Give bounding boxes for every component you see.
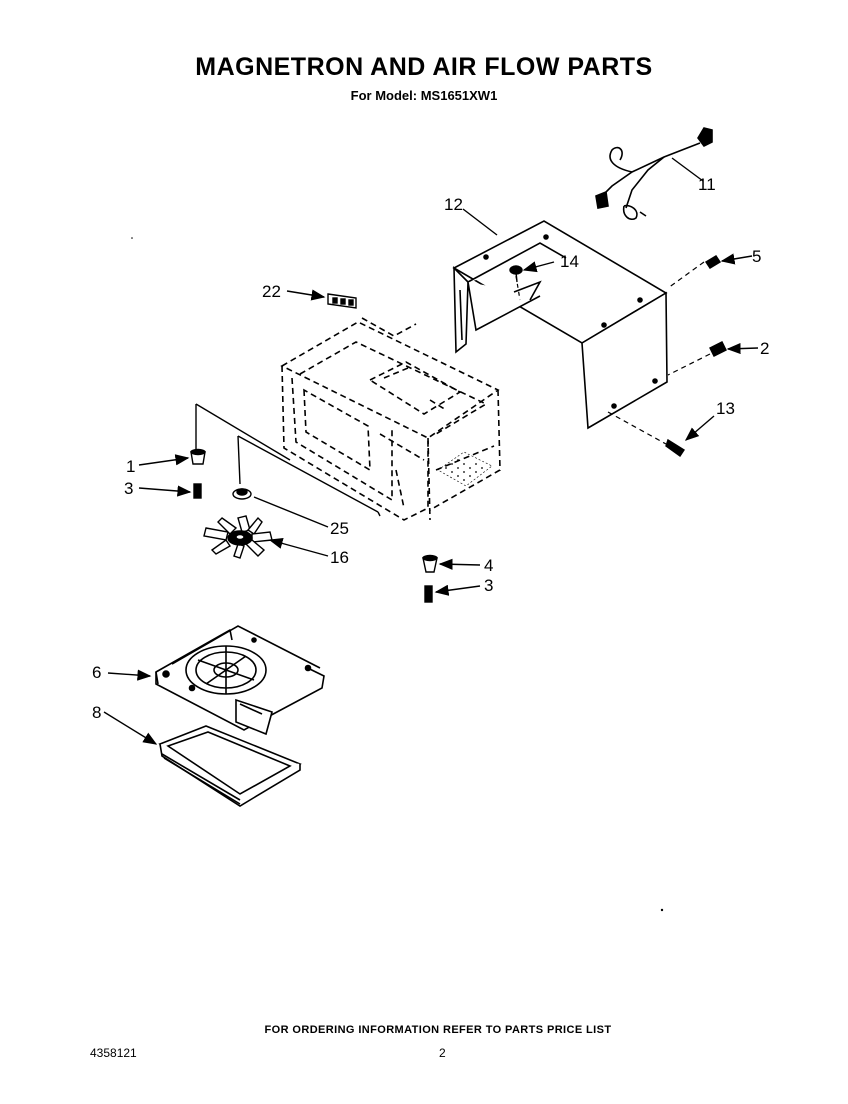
screw-part-14 <box>509 265 523 283</box>
screw-part-2 <box>709 341 727 357</box>
scan-speck <box>131 237 133 239</box>
assembly-dash-5 <box>667 261 705 289</box>
callout-22: 22 <box>262 282 281 301</box>
leader-line-6 <box>107 669 152 681</box>
air-guide-cover-part-12 <box>452 220 668 430</box>
callout-5: 5 <box>752 247 761 266</box>
fan-duct-assembly-part-6 <box>155 625 325 736</box>
cavity-vent-area <box>437 451 493 487</box>
fan-mount-plate-outline <box>195 403 381 517</box>
callout-13: 13 <box>716 399 735 418</box>
model-subtitle: For Model: MS1651XW1 <box>350 88 498 103</box>
scan-speck <box>660 908 664 912</box>
callout-11: 11 <box>698 175 716 194</box>
leader-line-11 <box>671 157 704 182</box>
leader-line-12 <box>462 208 498 236</box>
assembly-dash-13 <box>607 411 667 445</box>
leader-line-5 <box>720 253 753 265</box>
leader-line-16 <box>268 537 329 557</box>
leader-line-22 <box>286 289 326 301</box>
leader-line-1 <box>138 454 190 466</box>
screw-part-13 <box>665 438 685 457</box>
screw-part-5 <box>705 255 721 269</box>
fan-hub-part-25 <box>232 488 252 500</box>
oven-cavity-reference <box>280 317 501 521</box>
screw-part-3-right <box>424 585 433 603</box>
leader-line-14 <box>522 261 555 273</box>
callout-12: 12 <box>444 195 463 214</box>
ordering-note: FOR ORDERING INFORMATION REFER TO PARTS … <box>264 1024 612 1036</box>
callout-3-right: 3 <box>484 576 493 595</box>
callout-16: 16 <box>330 548 349 567</box>
screw-part-3-left <box>193 483 202 499</box>
thermal-cutout-part-22 <box>327 293 357 309</box>
assembly-dash-2 <box>667 349 719 376</box>
callout-2: 2 <box>760 339 769 358</box>
callout-25: 25 <box>330 519 349 538</box>
callout-4: 4 <box>484 556 493 575</box>
filter-tray-part-8 <box>158 725 302 807</box>
wire-harness-part-11 <box>595 127 713 221</box>
callout-3-left: 3 <box>124 479 133 498</box>
grommet-part-1 <box>190 448 206 465</box>
fan-blade-part-16 <box>203 515 273 559</box>
leader-line-2 <box>726 342 759 355</box>
leader-line-8 <box>103 711 158 745</box>
grommet-part-4 <box>422 554 438 573</box>
page-number: 2 <box>439 1046 446 1060</box>
callout-6: 6 <box>92 663 101 682</box>
leader-line-3-right <box>434 584 481 596</box>
leader-line-25 <box>253 496 329 528</box>
callout-14: 14 <box>560 252 579 271</box>
callout-1: 1 <box>126 457 135 476</box>
leader-line-13 <box>684 415 715 441</box>
document-number: 4358121 <box>90 1046 137 1060</box>
leader-line-4 <box>438 558 481 570</box>
leader-line-3-left <box>138 485 192 497</box>
callout-8: 8 <box>92 703 101 722</box>
page-title: MAGNETRON AND AIR FLOW PARTS <box>195 53 653 81</box>
